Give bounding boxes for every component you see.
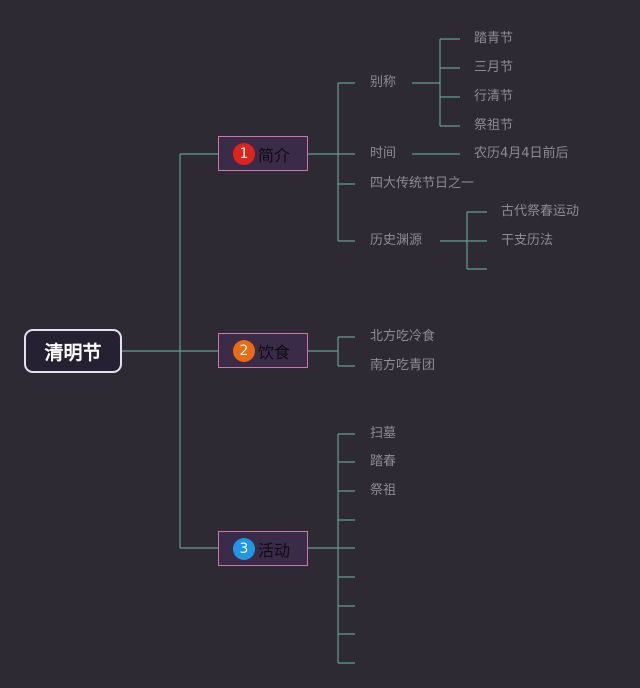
node-alias-4[interactable]: 祭祖节 (474, 118, 514, 133)
node-origin-1[interactable]: 古代祭春运动 (501, 204, 580, 219)
node-activity-3[interactable]: 祭祖 (370, 483, 397, 498)
node-time[interactable]: 时间 (370, 146, 397, 161)
node-food-1[interactable]: 北方吃冷食 (370, 329, 436, 344)
node-activity-1[interactable]: 扫墓 (370, 426, 397, 441)
topic-label: 简介 (258, 145, 291, 165)
node-alias-1[interactable]: 踏青节 (474, 31, 514, 46)
node-origin[interactable]: 历史渊源 (370, 233, 423, 248)
topic-intro[interactable]: 1 简介 (218, 136, 308, 171)
topic-activities[interactable]: 3 活动 (218, 531, 308, 566)
node-time-value[interactable]: 农历4月4日前后 (474, 146, 569, 161)
topic-label: 活动 (258, 540, 291, 560)
node-alias-3[interactable]: 行清节 (474, 89, 514, 104)
topic-label: 饮食 (258, 342, 291, 362)
root-node[interactable]: 清明节 (24, 329, 122, 373)
node-origin-2[interactable]: 干支历法 (501, 233, 554, 248)
node-food-2[interactable]: 南方吃青团 (370, 358, 436, 373)
topic-number-badge: 2 (233, 339, 255, 362)
node-festival[interactable]: 四大传统节日之一 (370, 176, 475, 191)
node-alias-2[interactable]: 三月节 (474, 60, 514, 75)
topic-number-badge: 3 (233, 537, 255, 560)
topic-number-badge: 1 (233, 142, 255, 165)
node-aliases[interactable]: 别称 (370, 75, 397, 90)
node-activity-2[interactable]: 踏春 (370, 454, 397, 469)
topic-food[interactable]: 2 饮食 (218, 333, 308, 368)
